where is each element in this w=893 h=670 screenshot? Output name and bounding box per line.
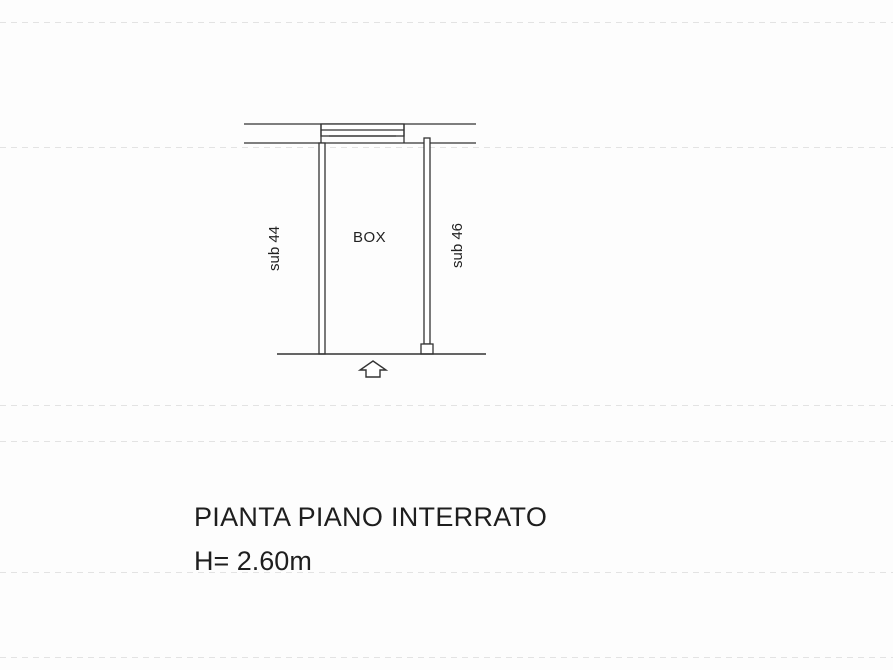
entrance-arrow-icon: [357, 360, 389, 378]
neighbor-label-right: sub 46: [449, 222, 467, 269]
neighbor-label-left: sub 44: [266, 225, 284, 272]
scan-artifact: [0, 441, 893, 442]
scan-artifact: [0, 405, 893, 406]
plan-title: PIANTA PIANO INTERRATO: [194, 502, 548, 532]
scan-artifact: [0, 572, 893, 573]
scan-artifact: [0, 657, 893, 658]
left-partition-wall: [318, 142, 326, 355]
right-partition-wall: [420, 137, 434, 355]
scan-artifact: [0, 22, 893, 23]
top-wall: [244, 123, 476, 144]
ceiling-height: H= 2.60m: [194, 546, 312, 576]
scan-artifact: [0, 147, 893, 148]
room-label-box: BOX: [353, 229, 387, 246]
